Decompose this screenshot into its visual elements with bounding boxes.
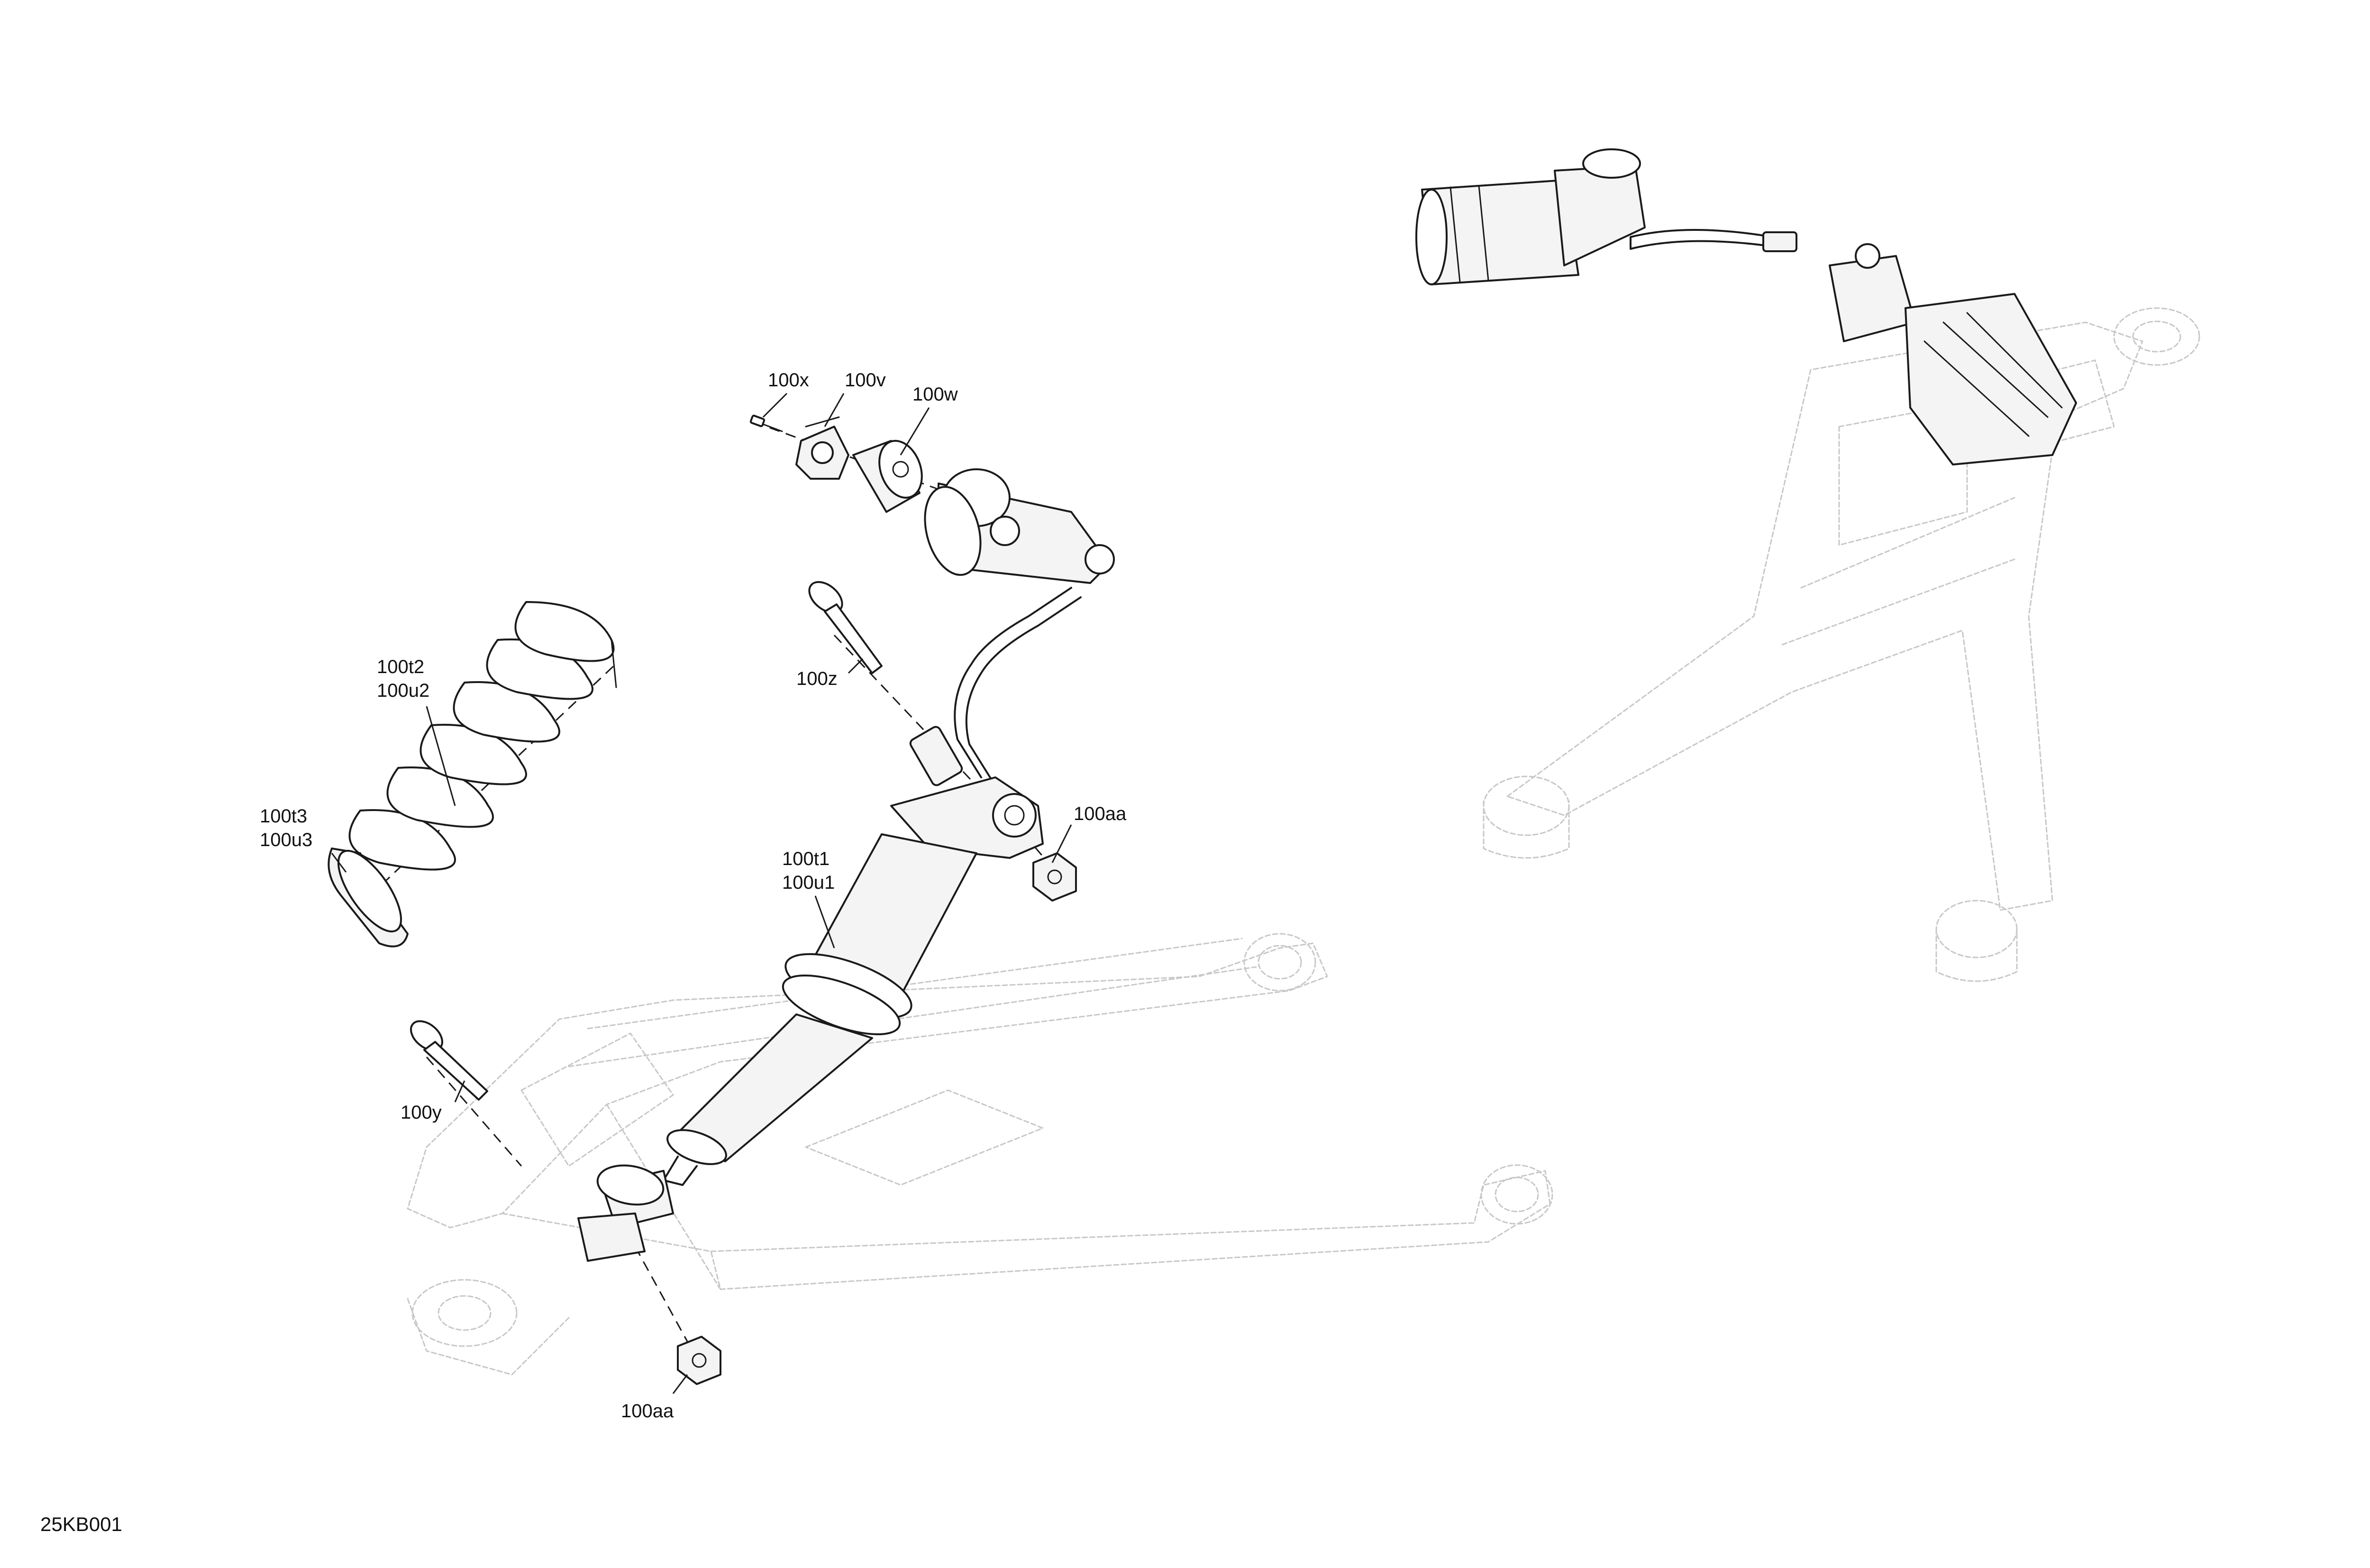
- callout-100u3: 100u3: [260, 830, 312, 850]
- seal-100w: [852, 439, 923, 513]
- shock-body-100t1: [577, 776, 1044, 1262]
- callout-100t1: 100t1: [782, 848, 830, 869]
- spring-100t2: [348, 601, 617, 871]
- axis-bolt-bottom: [426, 1057, 522, 1167]
- callout-100t3: 100t3: [260, 806, 307, 827]
- ghost-a-arm-right: [1483, 307, 2200, 982]
- reservoir: [924, 468, 1115, 584]
- callout-100u1: 100u1: [782, 872, 835, 893]
- bolt-100z: [808, 581, 883, 674]
- spring-seat-100t3: [328, 848, 409, 948]
- hose: [909, 587, 1082, 786]
- axis-bolt-top: [833, 634, 996, 807]
- callout-100t2: 100t2: [377, 656, 424, 677]
- ghost-a-arm-left: [407, 933, 1553, 1376]
- callout-100v: 100v: [845, 370, 886, 391]
- leader-lines: [331, 392, 1072, 1394]
- assembled-shock-right: [1415, 148, 2077, 465]
- callout-100u2: 100u2: [377, 680, 429, 701]
- bolt-100y: [410, 1020, 488, 1101]
- axis-nut-bottom: [634, 1246, 688, 1342]
- callout-100aa-bottom: 100aa: [621, 1401, 674, 1422]
- callout-100x: 100x: [768, 370, 809, 391]
- callout-100z: 100z: [796, 668, 838, 689]
- nut-100aa-bottom: [677, 1336, 721, 1385]
- figure-code: 25KB001: [40, 1513, 122, 1535]
- callout-100aa-top: 100aa: [1074, 803, 1127, 824]
- callout-100w: 100w: [912, 384, 958, 405]
- nut-100aa-top: [1032, 852, 1077, 902]
- cap-100v: [795, 416, 849, 480]
- callout-100y: 100y: [401, 1102, 442, 1123]
- screw-100x: [749, 414, 783, 432]
